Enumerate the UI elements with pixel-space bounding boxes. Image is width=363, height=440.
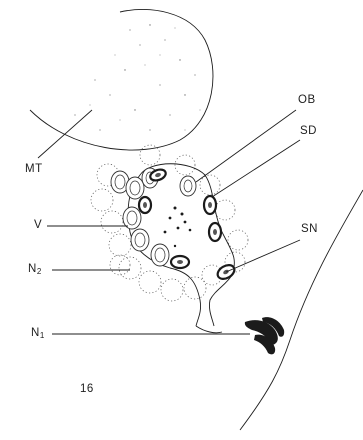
figure-number: 16 [80, 384, 94, 396]
label-n2: N2 [28, 264, 42, 276]
oval-bodies [111, 168, 196, 266]
label-n2-sub: 2 [37, 267, 42, 276]
label-n2-main: N [28, 263, 37, 275]
label-n1-main: N [31, 327, 40, 339]
terminal-dots [159, 207, 192, 250]
n1-contact [196, 317, 284, 354]
label-ob: OB [298, 95, 316, 107]
label-mt: MT [25, 164, 43, 176]
label-n1: N1 [31, 328, 45, 340]
mt-arc [30, 9, 213, 150]
mt-stipple [74, 24, 200, 130]
label-sn: SN [301, 224, 318, 236]
label-n1-sub: 1 [40, 331, 45, 340]
leader-lines [38, 110, 300, 334]
label-sd: SD [300, 126, 317, 138]
label-v: V [34, 220, 42, 232]
